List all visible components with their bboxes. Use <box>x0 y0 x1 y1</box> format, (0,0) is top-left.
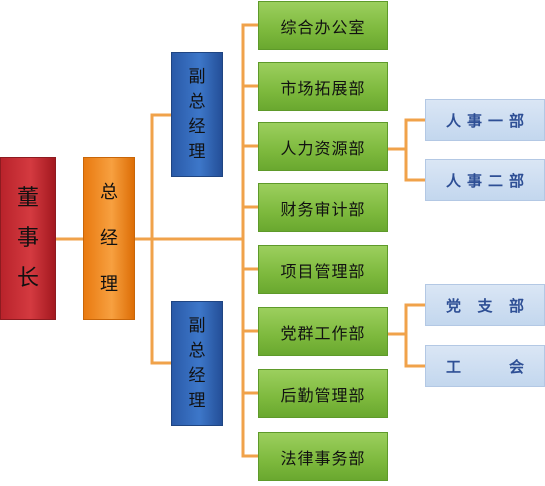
dept-finance-audit: 财务审计部 <box>258 183 388 232</box>
sub-unit-party-branch: 党 支 部 <box>425 284 545 326</box>
chairman-box: 董 事 长 <box>0 157 56 320</box>
sub-unit-hr-one: 人 事 一 部 <box>425 99 545 141</box>
dept-party-affairs: 党群工作部 <box>258 307 388 356</box>
dept-legal-affairs: 法律事务部 <box>258 432 388 481</box>
sub-unit-hr-two: 人 事 二 部 <box>425 159 545 201</box>
vice-manager-box-bottom: 副 总 经 理 <box>171 301 223 426</box>
sub-unit-labor-union: 工 会 <box>425 345 545 387</box>
general-manager-box: 总 经 理 <box>83 157 135 320</box>
dept-market-expansion: 市场拓展部 <box>258 62 388 111</box>
chairman-label: 董 事 长 <box>16 185 39 291</box>
dept-logistics: 后勤管理部 <box>258 369 388 418</box>
general-manager-label: 总 经 理 <box>100 181 118 295</box>
vice-manager-label: 副 总 经 理 <box>188 66 206 162</box>
dept-project-management: 项目管理部 <box>258 245 388 294</box>
dept-general-office: 综合办公室 <box>258 1 388 50</box>
vice-manager-label: 副 总 经 理 <box>188 315 206 411</box>
vice-manager-box-top: 副 总 经 理 <box>171 52 223 177</box>
dept-human-resources: 人力资源部 <box>258 122 388 171</box>
